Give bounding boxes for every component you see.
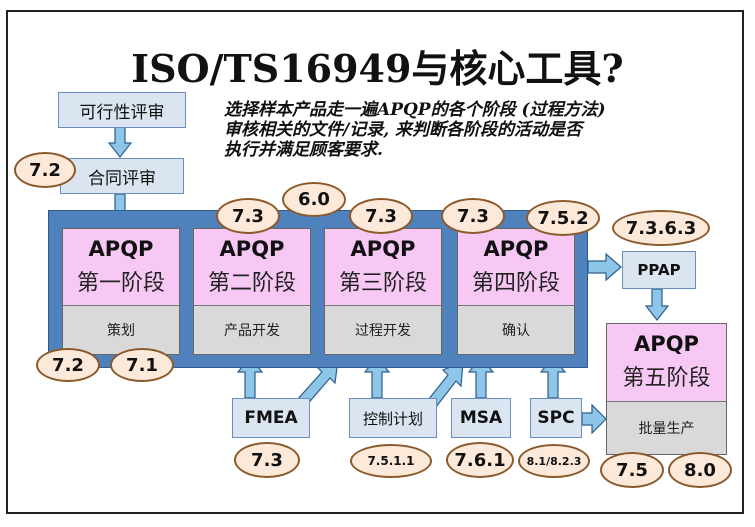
- phase-1-name: APQP: [88, 237, 154, 261]
- clause-oval-production-b: 8.0: [668, 452, 732, 488]
- description-line-2: 审核相关的文件/记录, 来判断各阶段的活动是否: [224, 120, 583, 140]
- clause-planning-b-label: 7.1: [126, 354, 158, 376]
- contract-review-label: 合同评审: [88, 168, 156, 189]
- clause-phase4-right-label: 7.5.2: [537, 207, 589, 229]
- arrow-spc-to-phase5: [581, 403, 607, 435]
- phase-3-name: APQP: [350, 237, 416, 261]
- clause-oval-phase2-top: 6.0: [282, 182, 346, 217]
- description-line-1: 选择样本产品走一遍APQP的各个阶段 (过程方法): [224, 100, 606, 120]
- clause-oval-phase4-right: 7.5.2: [526, 200, 600, 236]
- clause-oval-fmea: 7.3: [234, 442, 300, 478]
- clause-oval-ppap: 7.3.6.3: [612, 210, 710, 246]
- phase-2-activity: 产品开发: [194, 305, 310, 354]
- clause-oval-planning-a: 7.2: [36, 348, 100, 382]
- phase-3-header: APQP 第三阶段: [325, 229, 441, 304]
- clause-fmea-label: 7.3: [251, 449, 283, 471]
- clause-phase2-label: 7.3: [232, 205, 264, 227]
- description-text: 选择样本产品走一遍APQP的各个阶段 (过程方法) 审核相关的文件/记录, 来判…: [224, 100, 734, 160]
- phase-4-name: APQP: [483, 237, 549, 261]
- contract-review-box: 合同评审: [60, 158, 184, 194]
- arrow-feasibility-to-contract: [107, 126, 133, 158]
- control-plan-label: 控制计划: [362, 409, 423, 428]
- page-title: ISO/TS16949与核心工具?: [131, 46, 624, 91]
- phase-5-stage: 第五阶段: [622, 366, 711, 391]
- ppap-label: PPAP: [637, 261, 681, 279]
- phase-3-activity: 过程开发: [325, 305, 441, 354]
- feasibility-review-label: 可行性评审: [79, 102, 165, 123]
- fmea-box: FMEA: [232, 398, 310, 438]
- control-plan-box: 控制计划: [349, 398, 437, 438]
- phase-5-name: APQP: [634, 332, 699, 356]
- phase-1-activity: 策划: [63, 305, 179, 354]
- phase-4-activity: 确认: [458, 305, 574, 354]
- phase-5-activity: 批量生产: [607, 401, 726, 454]
- spc-label: SPC: [537, 408, 575, 428]
- clause-production-b-label: 8.0: [684, 459, 716, 481]
- clause-production-a-label: 7.5: [616, 459, 648, 481]
- clause-oval-spc: 8.1/8.2.3: [518, 444, 590, 478]
- diagram-frame: [6, 10, 744, 514]
- clause-ppap-label: 7.3.6.3: [625, 217, 697, 239]
- clause-oval-production-a: 7.5: [600, 452, 664, 488]
- clause-phase2-top-label: 6.0: [298, 189, 330, 210]
- arrow-phase4-to-ppap: [587, 252, 622, 282]
- msa-label: MSA: [459, 408, 503, 428]
- clause-oval-contract: 7.2: [14, 152, 76, 188]
- clause-spc-label: 8.1/8.2.3: [526, 454, 582, 468]
- ppap-box: PPAP: [622, 251, 696, 289]
- phase-4-header: APQP 第四阶段: [458, 229, 574, 304]
- phase-2-stage: 第二阶段: [207, 271, 296, 296]
- clause-contract-label: 7.2: [29, 159, 61, 181]
- clause-msa-label: 7.6.1: [454, 449, 506, 471]
- feasibility-review-box: 可行性评审: [58, 92, 186, 128]
- msa-box: MSA: [451, 398, 511, 438]
- phase-4-stage: 第四阶段: [471, 271, 560, 296]
- clause-phase4-label: 7.3: [457, 205, 489, 227]
- clause-phase3-label: 7.3: [365, 205, 397, 227]
- clause-oval-control-plan: 7.5.1.1: [350, 444, 432, 478]
- phase-2-name: APQP: [219, 237, 285, 261]
- clause-oval-planning-b: 7.1: [110, 348, 174, 382]
- clause-oval-phase4: 7.3: [441, 198, 505, 234]
- phase-5-header: APQP 第五阶段: [607, 324, 726, 399]
- phase-1-header: APQP 第一阶段: [63, 229, 179, 304]
- clause-oval-phase3: 7.3: [349, 198, 413, 234]
- phase-5: APQP 第五阶段 批量生产: [606, 323, 727, 455]
- description-line-3: 执行并满足顾客要求.: [224, 140, 383, 160]
- phase-1: APQP 第一阶段 策划: [62, 228, 180, 355]
- phase-3: APQP 第三阶段 过程开发: [324, 228, 442, 355]
- phase-4: APQP 第四阶段 确认: [457, 228, 575, 355]
- fmea-label: FMEA: [244, 408, 298, 428]
- arrow-ppap-to-phase5: [644, 288, 670, 321]
- clause-planning-a-label: 7.2: [52, 354, 84, 376]
- phase-3-stage: 第三阶段: [338, 271, 427, 296]
- clause-control-plan-label: 7.5.1.1: [367, 454, 415, 468]
- phase-2: APQP 第二阶段 产品开发: [193, 228, 311, 355]
- clause-oval-msa: 7.6.1: [446, 442, 514, 478]
- phase-2-header: APQP 第二阶段: [194, 229, 310, 304]
- spc-box: SPC: [530, 398, 582, 438]
- arrow-controlplan-to-phase4: [427, 361, 464, 408]
- phase-1-stage: 第一阶段: [76, 271, 165, 296]
- clause-oval-phase2: 7.3: [216, 198, 280, 234]
